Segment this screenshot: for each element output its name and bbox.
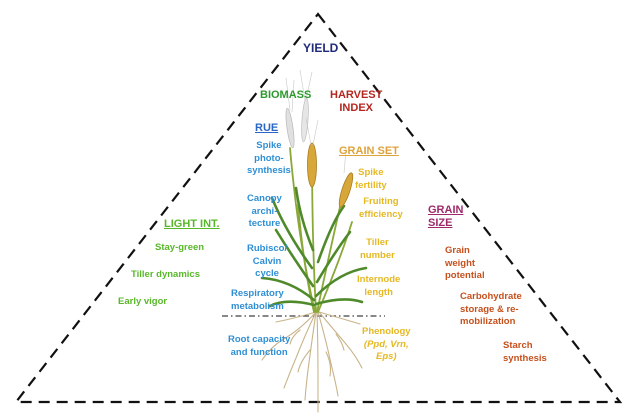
- rue-item-root-capacity: Root capacity and function: [228, 334, 290, 359]
- light-int-item-tiller-dynamics: Tiller dynamics: [131, 269, 200, 282]
- rue-title: RUE: [255, 122, 278, 135]
- phenology-label: Phenology: [362, 326, 411, 337]
- grain-size-item-starch-synthesis: Starch synthesis: [503, 340, 547, 365]
- grain-size-title: GRAIN SIZE: [428, 204, 463, 230]
- yield-title: YIELD: [303, 42, 338, 55]
- grain-size-item-carbohydrate-storage: Carbohydrate storage & re- mobilization: [460, 291, 522, 329]
- grain-set-item-fruiting-efficiency: Fruiting efficiency: [359, 196, 403, 221]
- grain-set-item-tiller-number: Tiller number: [360, 237, 395, 262]
- rue-item-canopy-architecture: Canopy archi- tecture: [247, 193, 282, 231]
- harvest-index-label: HARVEST INDEX: [330, 89, 382, 115]
- rue-item-spike-photosynthesis: Spike photo- synthesis: [247, 140, 291, 178]
- rue-item-rubisco-calvin: Rubisco/ Calvin cycle: [247, 243, 287, 281]
- stems: [290, 148, 352, 312]
- rue-item-respiratory-metabolism: Respiratory metabolism: [231, 288, 284, 313]
- grain-set-phenology: Phenology (Ppd, Vrn, Eps): [362, 326, 411, 364]
- light-int-item-early-vigor: Early vigor: [118, 296, 167, 309]
- roots: [262, 312, 362, 412]
- grain-set-item-internode-length: Internode length: [357, 274, 400, 299]
- biomass-label: BIOMASS: [260, 89, 311, 102]
- grain-set-item-spike-fertility: Spike fertility: [355, 167, 387, 192]
- grain-set-title: GRAIN SET: [339, 145, 399, 158]
- light-int-title: LIGHT INT.: [164, 218, 220, 231]
- grain-size-item-grain-weight-potential: Grain weight potential: [445, 245, 485, 283]
- phenology-genes: (Ppd, Vrn, Eps): [364, 339, 409, 363]
- light-int-item-stay-green: Stay-green: [155, 242, 204, 255]
